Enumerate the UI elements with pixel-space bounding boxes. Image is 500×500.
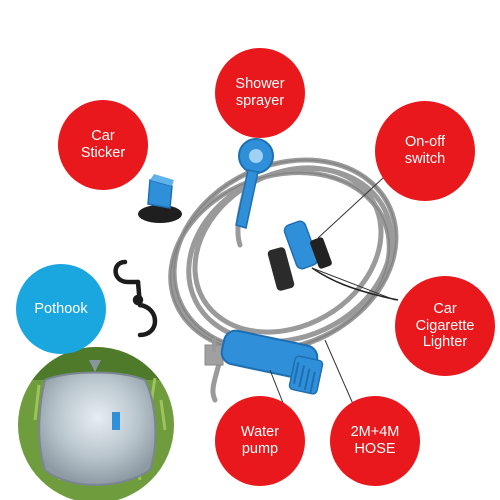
car-lighter-part: [267, 247, 399, 301]
pothook-label: Pothook: [16, 264, 106, 354]
shower-sprayer-part: [235, 138, 274, 229]
car-sticker-text: Car Sticker: [80, 128, 126, 161]
water-pump-label: Water pump: [215, 396, 305, 486]
car-sticker-label: Car Sticker: [58, 100, 148, 190]
hose-label: 2M+4M HOSE: [330, 396, 420, 486]
on-off-switch-text: On-off switch: [404, 134, 446, 167]
pothook-text: Pothook: [34, 300, 88, 317]
water-pump-text: Water pump: [240, 424, 280, 457]
pothook-part: [113, 259, 158, 338]
shower-sprayer-text: Shower sprayer: [235, 76, 285, 109]
grass-photo: [18, 347, 174, 500]
car-cigarette-lighter-text: Car Cigarette Lighter: [415, 300, 475, 351]
on-off-switch-label: On-off switch: [375, 101, 475, 201]
on-off-switch-part: [283, 220, 332, 270]
car-sticker-part: [138, 174, 182, 223]
water-bag: [38, 371, 157, 486]
water-pump-part: [204, 329, 324, 395]
hose-text: 2M+4M HOSE: [350, 424, 400, 457]
shower-sprayer-label: Shower sprayer: [215, 48, 305, 138]
bag-valve: [112, 412, 120, 430]
car-cigarette-lighter-label: Car Cigarette Lighter: [395, 276, 495, 376]
